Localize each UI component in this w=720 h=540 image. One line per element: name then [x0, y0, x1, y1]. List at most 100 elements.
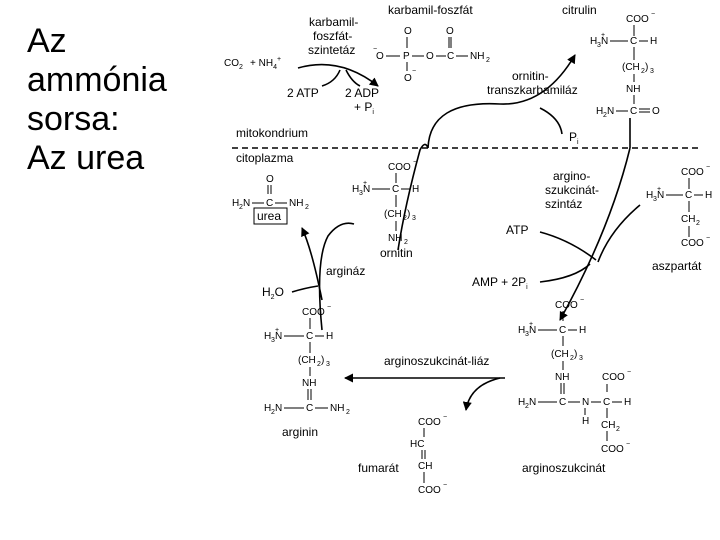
aspartate-in-arrow: [597, 204, 641, 263]
svg-text:H: H: [412, 184, 419, 195]
svg-text:O: O: [404, 73, 412, 84]
svg-text:3: 3: [579, 355, 583, 362]
svg-text:NH: NH: [626, 84, 640, 95]
slide-title: Az ammónia sorsa: Az urea: [27, 22, 217, 178]
adp-out-arrow: [345, 69, 361, 87]
svg-text:2: 2: [570, 355, 574, 362]
svg-text:(CH: (CH: [622, 62, 640, 73]
svg-text:COO: COO: [681, 167, 704, 178]
svg-text:C: C: [559, 325, 566, 336]
svg-text:COO: COO: [388, 162, 411, 173]
svg-text:(CH: (CH: [298, 355, 316, 366]
cps-enzyme-line-1: karbamil-: [309, 15, 358, 29]
svg-text:2: 2: [486, 57, 490, 64]
svg-text:HC: HC: [410, 439, 424, 450]
pi-release-arrow: [539, 107, 563, 135]
ornithine-label: ornitin: [380, 246, 413, 260]
asl-enzyme-label: arginoszukcinát-liáz: [384, 354, 489, 368]
urea-box: [253, 207, 288, 225]
svg-text:NH: NH: [302, 378, 316, 389]
svg-text:H: H: [650, 36, 657, 47]
svg-text:N: N: [529, 325, 536, 336]
citrulline-label: citrulin: [562, 3, 597, 17]
pi-label: Pi: [569, 130, 579, 146]
fumarate-label: fumarát: [358, 461, 399, 475]
svg-text:N: N: [582, 397, 589, 408]
svg-text:C: C: [603, 397, 610, 408]
svg-text:C: C: [392, 184, 399, 195]
ass-arrow: [559, 147, 631, 321]
fumarate-structure: COO− HC CH COO−: [410, 414, 447, 496]
cps-arrow: [297, 63, 379, 87]
svg-text:H: H: [518, 325, 525, 336]
aspartate-label: aszpartát: [652, 259, 702, 273]
svg-text:COO: COO: [302, 307, 325, 318]
svg-text:COO: COO: [418, 485, 441, 496]
svg-text:C: C: [266, 198, 273, 209]
svg-text:NH: NH: [555, 372, 569, 383]
svg-text:−: −: [443, 482, 447, 489]
svg-text:2: 2: [317, 361, 321, 368]
svg-text:O: O: [404, 26, 412, 37]
svg-text:CH: CH: [681, 214, 695, 225]
svg-text:C: C: [630, 36, 637, 47]
svg-text:C: C: [559, 397, 566, 408]
svg-text:N: N: [657, 190, 664, 201]
svg-text:H: H: [596, 106, 603, 117]
svg-text:2: 2: [305, 204, 309, 211]
svg-text:3: 3: [412, 215, 416, 222]
amp-label: AMP + 2Pi: [472, 275, 528, 291]
otc-enzyme-line-2: transzkarbamiláz: [487, 83, 578, 97]
title-line-1: Az: [27, 22, 67, 60]
svg-text:H: H: [264, 331, 271, 342]
svg-text:COO: COO: [418, 417, 441, 428]
svg-text:H: H: [646, 190, 653, 201]
svg-text:H: H: [582, 416, 589, 427]
nh4-label: + NH4+: [250, 56, 281, 71]
svg-text:3: 3: [597, 42, 601, 49]
svg-text:2: 2: [616, 426, 620, 433]
amp-out-arrow: [539, 263, 591, 283]
urea-label: urea: [257, 209, 281, 223]
svg-text:CH: CH: [418, 461, 432, 472]
svg-text:2: 2: [239, 204, 243, 211]
svg-text:3: 3: [359, 190, 363, 197]
ass-enzyme-line-1: argino-: [553, 169, 590, 183]
atp-label: ATP: [506, 223, 528, 237]
svg-text:COO: COO: [681, 238, 704, 249]
svg-text:N: N: [243, 198, 250, 209]
otc-arrow: [427, 54, 576, 149]
title-line-4: Az urea: [27, 139, 145, 177]
svg-text:O: O: [266, 174, 274, 185]
svg-text:−: −: [651, 11, 655, 18]
svg-text:3: 3: [271, 337, 275, 344]
svg-text:NH: NH: [388, 233, 402, 244]
svg-text:−: −: [580, 297, 584, 304]
urea-out-arrow: [301, 227, 323, 301]
svg-text:(CH: (CH: [551, 349, 569, 360]
water-label: H2O: [262, 285, 284, 301]
svg-text:3: 3: [326, 361, 330, 368]
svg-text:2: 2: [696, 220, 700, 227]
adp2-label: 2 ADP: [345, 86, 379, 100]
svg-text:COO: COO: [555, 300, 578, 311]
svg-text:2: 2: [525, 403, 529, 410]
svg-text:O: O: [426, 51, 434, 62]
svg-text:H: H: [705, 190, 712, 201]
argininosuccinate-label: arginoszukcinát: [522, 461, 606, 475]
svg-text:NH: NH: [470, 51, 484, 62]
svg-text:C: C: [447, 51, 454, 62]
svg-text:−: −: [373, 46, 377, 53]
otc-enzyme-line-1: ornitin-: [512, 69, 549, 83]
arginine-label: arginin: [282, 425, 318, 439]
svg-text:H: H: [352, 184, 359, 195]
svg-text:NH: NH: [289, 198, 303, 209]
fumarate-out-arrow: [462, 377, 501, 411]
svg-text:O: O: [446, 26, 454, 37]
